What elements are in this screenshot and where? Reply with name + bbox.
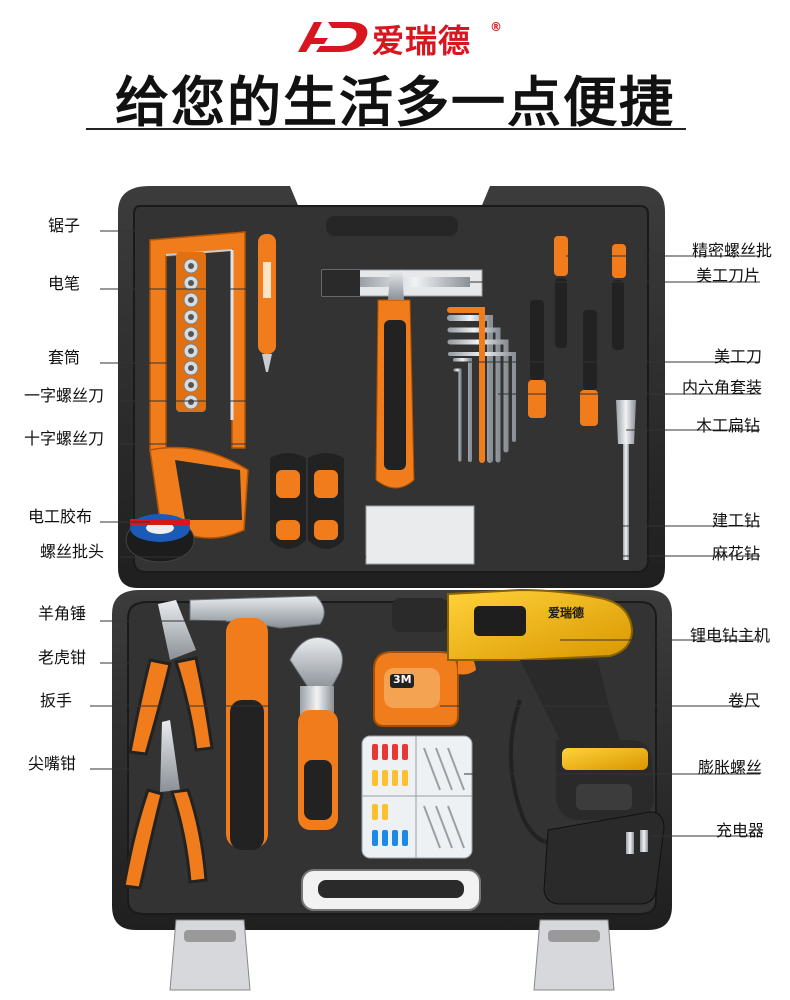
label-pliers: 老虎钳 xyxy=(38,648,87,667)
label-screw-bits: 螺丝批头 xyxy=(40,542,105,561)
label-charger: 充电器 xyxy=(715,821,764,840)
anchor-box-icon xyxy=(361,735,473,859)
wrench-icon xyxy=(289,637,343,830)
brand-header: 爱瑞德 ® xyxy=(0,14,790,60)
label-test-pen: 电笔 xyxy=(48,274,81,293)
spade-bit-icon xyxy=(616,400,636,560)
label-wrench: 扳手 xyxy=(40,691,73,710)
tape-measure-icon xyxy=(373,651,476,727)
label-anchors: 膨胀螺丝 xyxy=(697,758,762,777)
drill-bits-icon xyxy=(489,440,605,560)
label-socket: 套筒 xyxy=(48,348,81,367)
headline: 给您的生活多一点便捷 xyxy=(115,71,675,134)
screwdrivers-icon xyxy=(270,340,344,549)
bit-holder-icon xyxy=(365,505,475,565)
needle-pliers-icon xyxy=(122,720,208,890)
test-pen-icon xyxy=(258,234,276,372)
label-twist-bit: 麻花钻 xyxy=(711,544,760,563)
pliers-icon xyxy=(128,600,214,756)
socket-set-icon xyxy=(176,252,206,412)
tape-badge: 3M xyxy=(393,673,412,686)
utility-knife-icon xyxy=(375,270,415,489)
charger-icon xyxy=(508,699,665,905)
left-leader-lines xyxy=(90,230,366,770)
label-blade: 美工刀片 xyxy=(695,266,760,285)
label-hammer: 羊角锤 xyxy=(38,604,87,623)
headline-underline xyxy=(86,128,686,130)
electrical-tape-icon xyxy=(125,514,195,563)
label-hex-keys: 内六角套装 xyxy=(681,378,762,397)
label-cross-screwdriver: 十字螺丝刀 xyxy=(24,429,105,448)
label-flat-screwdriver: 一字螺丝刀 xyxy=(24,386,105,405)
label-precision-screwdriver: 精密螺丝批 xyxy=(691,241,772,260)
precision-screwdrivers-icon xyxy=(528,236,626,426)
cordless-drill-icon xyxy=(392,588,654,820)
label-needle-pliers: 尖嘴钳 xyxy=(28,754,77,773)
latches-icon xyxy=(169,919,615,991)
label-drill: 锂电钻主机 xyxy=(689,626,770,645)
label-tape-measure: 卷尺 xyxy=(727,691,760,710)
label-saw: 锯子 xyxy=(48,216,81,235)
saw-icon xyxy=(149,231,249,539)
drill-badge: 爱瑞德 xyxy=(548,606,585,620)
right-leader-lines xyxy=(414,255,760,837)
label-electrical-tape: 电工胶布 xyxy=(28,507,93,526)
hammer-icon xyxy=(189,595,325,850)
hex-key-set-icon xyxy=(447,307,516,463)
brand-name: 爱瑞德 xyxy=(372,22,472,60)
brand-logo-icon xyxy=(298,22,368,52)
registered-mark: ® xyxy=(490,20,502,34)
label-masonry-bit: 建工钻 xyxy=(711,511,760,530)
label-utility-knife: 美工刀 xyxy=(713,347,762,366)
label-spade-bit: 木工扁钻 xyxy=(695,416,760,435)
